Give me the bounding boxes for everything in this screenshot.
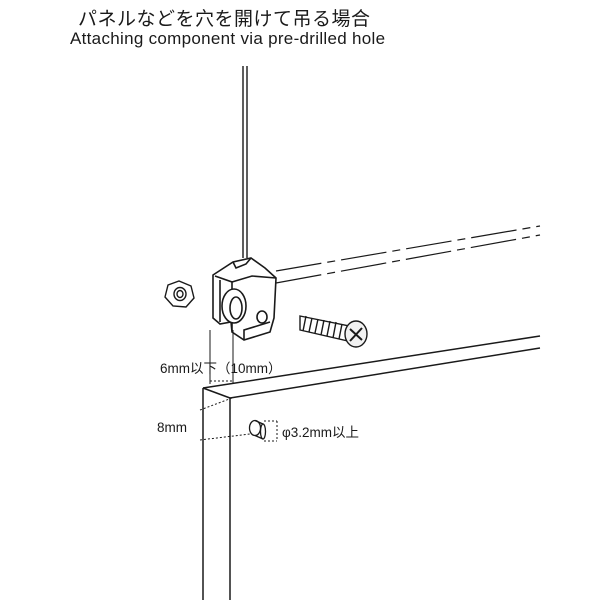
dimension-hole-diameter (264, 420, 278, 442)
dimension-height (199, 397, 251, 441)
edge-distance-label: 6mm以下（10mm） (160, 361, 282, 376)
rear-panel-dashed-outline (275, 225, 541, 284)
hanging-wire (242, 66, 248, 258)
hole-diameter-label: φ3.2mm以上 (282, 425, 359, 440)
hex-nut (164, 280, 195, 308)
title-japanese: パネルなどを穴を開けて吊る場合 (78, 8, 371, 30)
drilled-hole (248, 419, 267, 440)
screw (299, 315, 368, 348)
height-label: 8mm (157, 420, 187, 435)
hanging-bracket (212, 257, 277, 341)
dimension-edge-distance (209, 330, 234, 384)
title-english: Attaching component via pre-drilled hole (70, 29, 386, 48)
